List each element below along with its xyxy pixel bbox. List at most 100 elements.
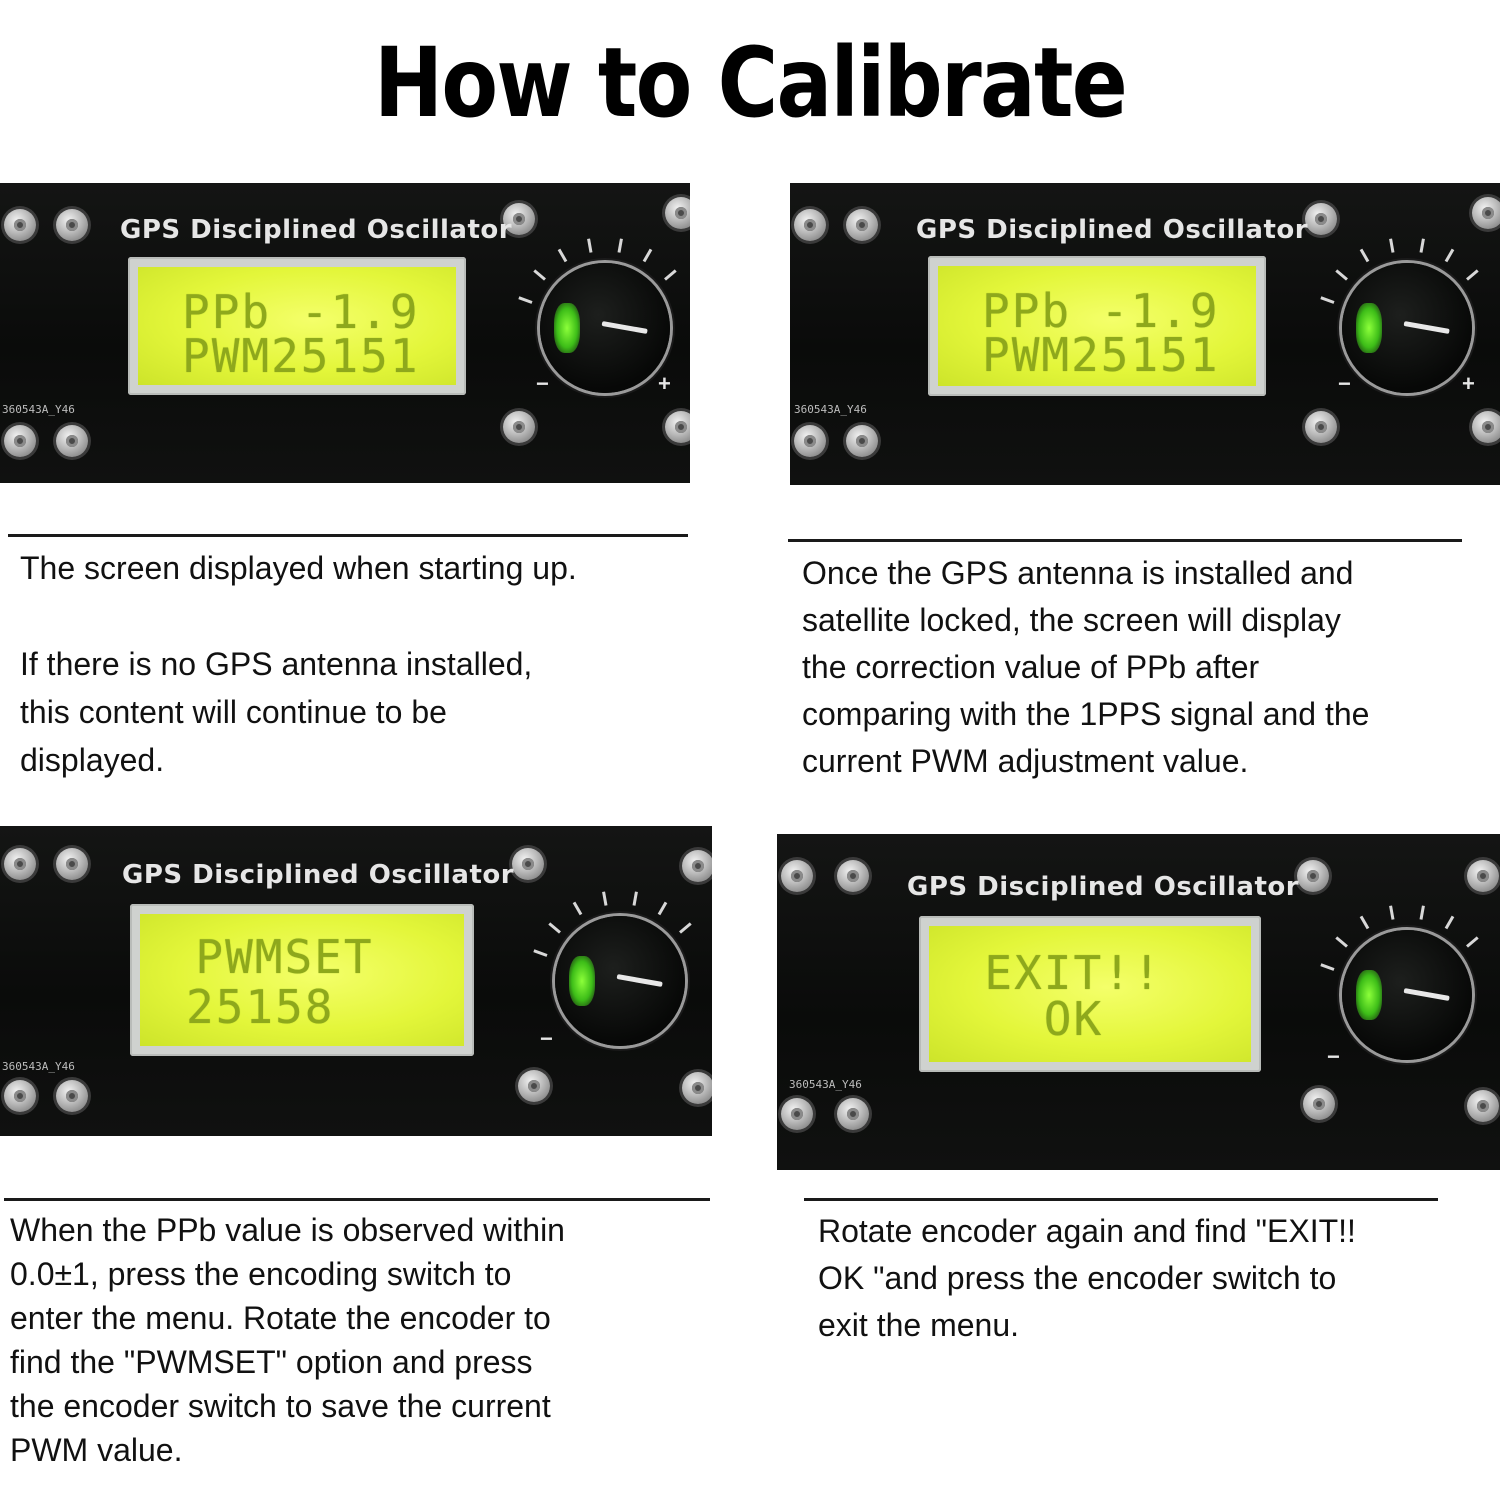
minus-icon: −: [540, 1026, 553, 1051]
knob-tick: [678, 922, 692, 934]
knob-tick: [602, 891, 608, 906]
lcd-display: PPb -1.9 PWM25151: [928, 256, 1266, 396]
serial-number: 360543A_Y46: [794, 403, 867, 416]
knob-tick: [1335, 936, 1349, 948]
desc-line: the encoder switch to save the current: [10, 1388, 551, 1424]
knob-tick: [518, 296, 533, 305]
screw-icon: [503, 203, 535, 235]
device-label: GPS Disciplined Oscillator: [122, 860, 515, 890]
desc-line: find the "PWMSET" option and press: [10, 1344, 533, 1380]
step-3-description: When the PPb value is observed within 0.…: [10, 1208, 565, 1472]
lcd-line-2: 25158: [186, 980, 335, 1034]
screw-icon: [682, 1072, 712, 1104]
knob-tick: [572, 902, 583, 916]
device-label: GPS Disciplined Oscillator: [916, 215, 1309, 245]
desc-line: enter the menu. Rotate the encoder to: [10, 1300, 551, 1336]
screw-icon: [518, 1070, 550, 1102]
screw-icon: [1297, 860, 1329, 892]
minus-icon: −: [1327, 1044, 1340, 1069]
rotary-encoder-knob[interactable]: [540, 263, 670, 393]
knob-tick: [1389, 238, 1395, 253]
screw-icon: [4, 1080, 36, 1112]
lcd-line-1: PWMSET: [136, 930, 374, 984]
screw-icon: [1472, 197, 1500, 229]
screw-icon: [1472, 411, 1500, 443]
divider: [804, 1198, 1438, 1201]
desc-line: Rotate encoder again and find "EXIT!!: [818, 1213, 1356, 1249]
serial-number: 360543A_Y46: [789, 1078, 862, 1091]
screw-icon: [846, 209, 878, 241]
rotary-encoder-knob[interactable]: [1342, 930, 1472, 1060]
lcd-line-2: OK: [925, 992, 1104, 1046]
lcd-line-2: PWM25151: [182, 329, 420, 383]
desc-line: 0.0±1, press the encoding switch to: [10, 1256, 512, 1292]
screw-icon: [1303, 1088, 1335, 1120]
knob-tick: [587, 238, 593, 253]
lcd-display: EXIT!! OK: [919, 916, 1261, 1072]
knob-tick: [533, 949, 548, 958]
knob-tick: [663, 269, 677, 281]
desc-line: When the PPb value is observed within: [10, 1212, 565, 1248]
lcd-display: PPb -1.9 PWM25151: [128, 257, 466, 395]
knob-tick: [1335, 269, 1349, 281]
desc-line: this content will continue to be: [20, 694, 447, 730]
device-label: GPS Disciplined Oscillator: [120, 215, 513, 245]
screw-icon: [665, 197, 690, 229]
desc-line: The screen displayed when starting up.: [20, 550, 577, 586]
device-photo-exit: GPS Disciplined Oscillator EXIT!! OK 360…: [777, 834, 1500, 1170]
desc-line: displayed.: [20, 742, 165, 778]
knob-tick: [632, 891, 638, 906]
screw-icon: [794, 425, 826, 457]
serial-number: 360543A_Y46: [2, 1060, 75, 1073]
device-label: GPS Disciplined Oscillator: [907, 872, 1300, 902]
divider: [8, 534, 688, 537]
desc-line: current PWM adjustment value.: [802, 743, 1249, 779]
screw-icon: [1305, 411, 1337, 443]
screw-icon: [4, 848, 36, 880]
screw-icon: [1467, 1090, 1499, 1122]
knob-tick: [1389, 905, 1395, 920]
device-photo-pwmset: GPS Disciplined Oscillator PWMSET 25158 …: [0, 826, 712, 1136]
knob-tick: [1320, 296, 1335, 305]
screw-icon: [837, 860, 869, 892]
knob-tick: [617, 238, 623, 253]
screw-icon: [781, 860, 813, 892]
screw-icon: [837, 1098, 869, 1130]
screw-icon: [512, 848, 544, 880]
screw-icon: [682, 850, 712, 882]
desc-line: PWM value.: [10, 1432, 183, 1468]
lcd-display: PWMSET 25158: [130, 904, 474, 1056]
screw-icon: [794, 209, 826, 241]
plus-icon: +: [658, 371, 671, 396]
knob-tick: [1465, 269, 1479, 281]
divider: [4, 1198, 710, 1201]
knob-tick: [548, 922, 562, 934]
screw-icon: [1467, 860, 1499, 892]
desc-line: If there is no GPS antenna installed,: [20, 646, 533, 682]
step-4-description: Rotate encoder again and find "EXIT!! OK…: [818, 1208, 1356, 1349]
minus-icon: −: [1338, 371, 1351, 396]
knob-tick: [1320, 963, 1335, 972]
serial-number: 360543A_Y46: [2, 403, 75, 416]
lcd-line-1: PPb -1.9: [982, 284, 1220, 338]
knob-tick: [1444, 916, 1455, 930]
lcd-line-1: PPb -1.9: [182, 285, 420, 339]
knob-tick: [657, 902, 668, 916]
page-title: How to Calibrate: [373, 27, 1128, 139]
desc-line: satellite locked, the screen will displa…: [802, 602, 1341, 638]
knob-tick: [1359, 916, 1370, 930]
screw-icon: [4, 209, 36, 241]
rotary-encoder-knob[interactable]: [555, 916, 685, 1046]
desc-line: the correction value of PPb after: [802, 649, 1260, 685]
screw-icon: [781, 1098, 813, 1130]
knob-tick: [1465, 936, 1479, 948]
device-photo-startup: GPS Disciplined Oscillator PPb -1.9 PWM2…: [0, 183, 690, 483]
desc-line: exit the menu.: [818, 1307, 1019, 1343]
desc-line: Once the GPS antenna is installed and: [802, 555, 1354, 591]
screw-icon: [56, 1080, 88, 1112]
step-1-description: The screen displayed when starting up. I…: [20, 544, 577, 784]
desc-line: comparing with the 1PPS signal and the: [802, 696, 1370, 732]
rotary-encoder-knob[interactable]: [1342, 263, 1472, 393]
knob-tick: [1419, 905, 1425, 920]
knob-tick: [533, 269, 547, 281]
